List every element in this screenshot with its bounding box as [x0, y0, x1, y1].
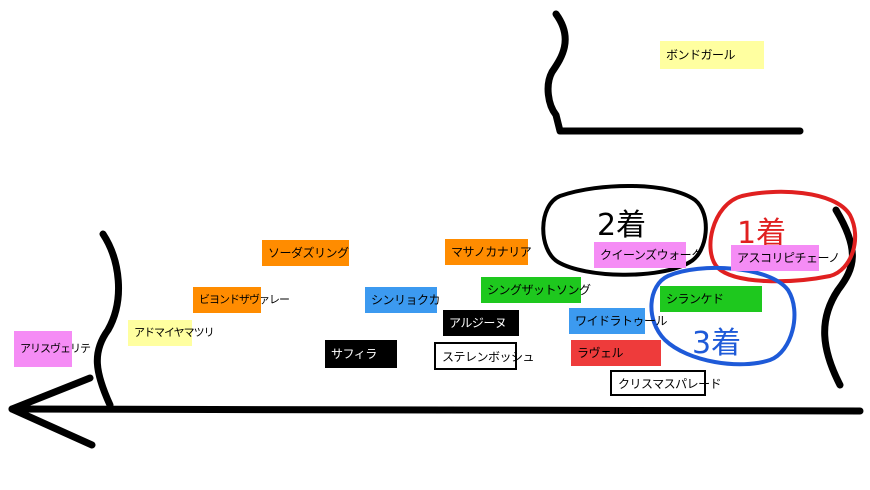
left-curve-rail [93, 230, 122, 409]
direction-arrow-head [8, 374, 96, 449]
horse-tag-shinryoku-ka: シンリョクカ [365, 287, 441, 313]
horse-tag-christmas-parade: クリスマスパレード [610, 370, 722, 396]
backstretch-rail [544, 10, 804, 135]
horse-tag-admire-yamatsuri: アドマイヤマツリ [128, 320, 215, 346]
direction-arrow-line [8, 405, 864, 415]
horse-tag-queens-walk: クイーンズウォーク [594, 242, 703, 268]
horse-tag-saffira: サフィラ [325, 340, 397, 368]
horse-tag-ascoli-piceno: アスコリピチェーノ [731, 245, 840, 271]
horse-tag-sing-that-song: シングザットソング [481, 277, 591, 303]
right-curve-rail [821, 206, 856, 389]
horse-tag-soda-sling: ソーダズリング [262, 240, 349, 266]
horse-tag-arisu-verite: アリスヴェリテ [14, 331, 91, 367]
third-place-label: 3着 [692, 326, 742, 361]
horse-tag-masano-canaria: マサノカナリア [445, 239, 532, 265]
horse-tag-beyond-the-valley: ビヨンドザヴァレー [193, 287, 290, 313]
second-place-circle [541, 184, 708, 277]
horse-tag-shiran-kedo: シランケド [660, 286, 762, 312]
horse-tag-al-jiinu: アルジーヌ [443, 310, 519, 336]
horse-tag-bond-girl: ボンドガール [660, 41, 764, 69]
third-place-circle [649, 266, 797, 367]
horse-tag-wide-latour: ワイドラトゥール [569, 308, 668, 334]
horse-tag-stellenbosch: ステレンボッシュ [434, 342, 535, 370]
second-place-label: 2着 [597, 208, 647, 243]
horse-tag-ravel: ラヴェル [571, 340, 661, 366]
first-place-circle [708, 189, 858, 284]
